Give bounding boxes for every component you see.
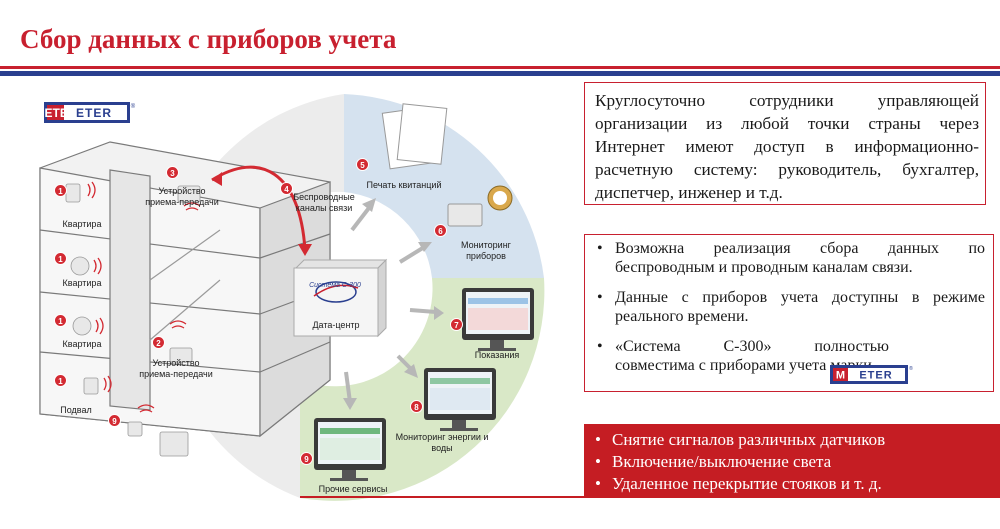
header-stripe-white: [0, 69, 1000, 71]
device-label-3: Устройство приема-передачи: [145, 186, 219, 207]
info-box-controls: Снятие сигналов различных датчиков Включ…: [584, 424, 1000, 498]
system-logo-text: Система С-300: [309, 282, 361, 289]
channels-label: Беспроводные каналы связи: [293, 192, 355, 213]
info-box-access: Круглосуточно сотрудники управляющей орг…: [584, 82, 986, 205]
header-stripe-blue: [0, 71, 1000, 76]
service-badge-6: 6: [434, 224, 447, 237]
device-badge-3: 3: [166, 166, 179, 179]
service-badge-9: 9: [300, 452, 313, 465]
svg-text:ETER: ETER: [859, 370, 892, 382]
signal-icons: [87, 181, 201, 413]
flow-arrows: [343, 198, 444, 410]
data-center-label: Дата-центр: [312, 320, 360, 330]
service-badge-5: 5: [356, 158, 369, 171]
service-badge-7: 7: [450, 318, 463, 331]
service-label-7: Показания: [474, 350, 520, 360]
info-box-features: Возможна реализация сбора данных по бесп…: [584, 234, 994, 392]
device-badge-9: 9: [108, 414, 121, 427]
control-item: Включение/выключение света: [588, 451, 1000, 473]
floor-label-2: Квартира: [62, 278, 102, 288]
floor-label-4: Подвал: [60, 405, 92, 415]
header-stripe-red: [0, 66, 1000, 69]
service-badge-8: 8: [410, 400, 423, 413]
wireless-arrow: [211, 165, 307, 251]
floor-badge-2: 1: [54, 252, 67, 265]
svg-text:®: ®: [131, 103, 136, 110]
service-label-5: Печать квитанций: [366, 180, 442, 190]
floor-label-1: Квартира: [62, 219, 102, 229]
meter-logo-inline: M ETER ®: [830, 365, 913, 384]
svg-text:ETER: ETER: [76, 106, 112, 120]
control-item: Удаленное перекрытие стояков и т. д.: [588, 473, 1000, 495]
page-title: Сбор данных с приборов учета: [20, 24, 397, 54]
meter-device: [447, 185, 513, 227]
service-label-6: Мониторинг приборов: [461, 240, 511, 261]
floor-badge-1: 1: [54, 184, 67, 197]
meter-icons: [65, 183, 201, 457]
feature-item: Данные с приборов учета доступны в режим…: [591, 288, 985, 326]
floor-label-3: Квартира: [62, 339, 102, 349]
device-label-2: Устройство приема-передачи: [139, 358, 213, 379]
floor-badge-3: 1: [54, 314, 67, 327]
channels-badge: 4: [280, 182, 293, 195]
footer-divider: [300, 496, 600, 498]
data-center: [293, 258, 388, 338]
svg-text:®: ®: [909, 365, 913, 372]
device-badge-2: 2: [152, 336, 165, 349]
monitor-icons: [314, 288, 534, 481]
feature-item: Возможна реализация сбора данных по бесп…: [591, 239, 985, 277]
svg-text:M: M: [836, 370, 845, 382]
service-label-9: Прочие сервисы: [318, 484, 388, 494]
control-item: Снятие сигналов различных датчиков: [588, 429, 1000, 451]
floor-badge-4: 1: [54, 374, 67, 387]
feature-item: «Система С-300» полностью совместима с п…: [591, 337, 985, 375]
receipt-icons: [381, 103, 448, 170]
system-diagram: Дата-центр Система С-300 1 Квартира 1 Кв…: [0, 80, 580, 529]
service-label-8: Мониторинг энергии и воды: [395, 432, 489, 453]
access-description: Круглосуточно сотрудники управляющей орг…: [595, 91, 979, 202]
